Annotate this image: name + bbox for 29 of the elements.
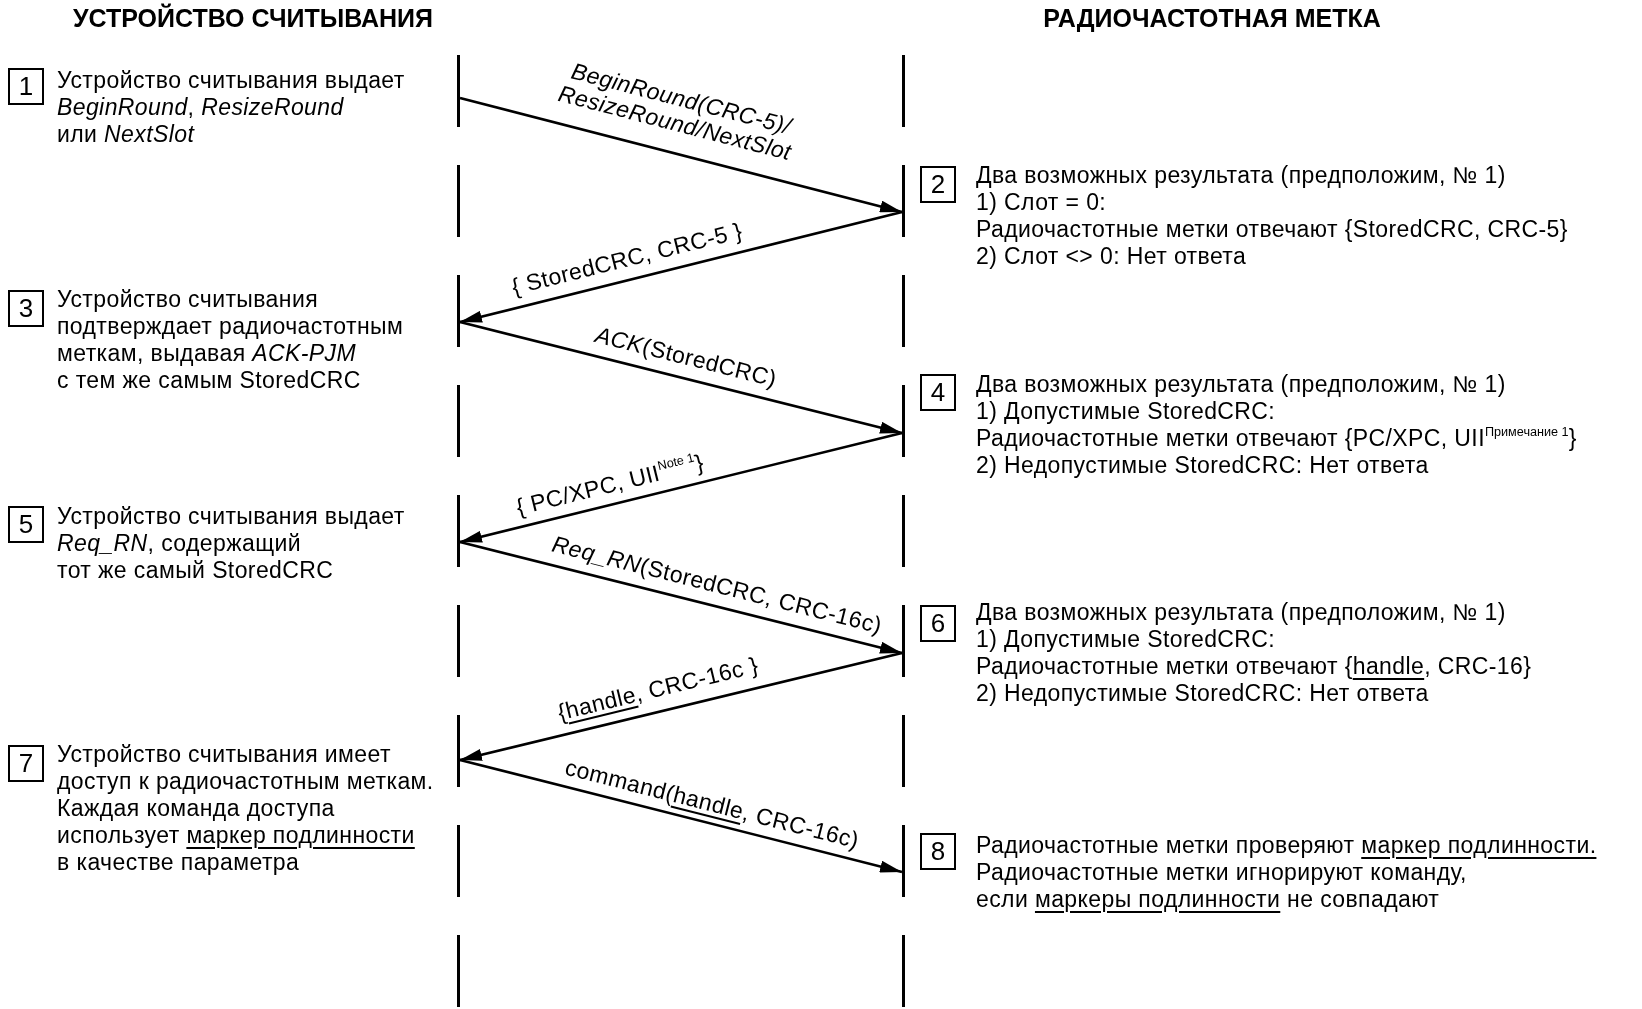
arrow — [459, 651, 903, 762]
step-description: Радиочастотные метки проверяют маркер подлинности. Радиочастотные метки игнорируют команду, если маркеры подлинности не совпадают — [976, 832, 1597, 913]
arrow — [459, 210, 903, 324]
step-description: Устройство считывания имеет доступ к радиочастотным меткам. Каждая команда доступа использует маркер подлинности в качестве параметра — [57, 741, 434, 876]
step-number-box: 7 — [8, 745, 44, 782]
step-description: Устройство считывания выдает Req_RN, содержащий тот же самый StoredCRC — [57, 503, 405, 584]
step-number-box: 5 — [8, 506, 44, 543]
arrow — [459, 540, 903, 655]
step-number-box: 2 — [920, 166, 956, 203]
step-description: Два возможных результата (предположим, № 1) 1) Допустимые StoredCRC: Радиочастотные метки отвечают {handle, CRC-16} 2) Недопустимые StoredCRC: Нет ответа — [976, 599, 1532, 707]
column-heading: РАДИОЧАСТОТНАЯ МЕТКА — [1043, 4, 1381, 32]
step-number-box: 1 — [8, 68, 44, 105]
lifeline — [902, 55, 905, 1007]
arrow — [459, 320, 903, 435]
edge-label: { PC/XPC, UII$^{Note 1}$} — [513, 450, 707, 521]
step-description: Два возможных результата (предположим, № 1) 1) Слот = 0: Радиочастотные метки отвечают {StoredCRC, CRC-5} 2) Слот <> 0: Нет ответа — [976, 162, 1568, 270]
arrow — [459, 431, 903, 544]
step-description: Устройство считывания подтверждает радиочастотным меткам, выдавая ACK-PJM с тем же самым StoredCRC — [57, 286, 404, 394]
edge-label: {handle, CRC-16c } — [555, 653, 761, 726]
step-number-box: 8 — [920, 833, 956, 870]
step-description: Два возможных результата (предположим, № 1) 1) Допустимые StoredCRC: Радиочастотные метки отвечают {PC/XPC, UII$^{Примечание 1}$} 2) Недопустимые StoredCRC: Нет ответа — [976, 371, 1577, 479]
step-number-box: 6 — [920, 605, 956, 642]
column-heading: УСТРОЙСТВО СЧИТЫВАНИЯ — [72, 4, 434, 32]
step-number-box: 4 — [920, 374, 956, 411]
step-number-box: 3 — [8, 290, 44, 327]
arrow — [459, 96, 903, 214]
arrow — [459, 758, 903, 874]
step-description: Устройство считывания выдает BeginRound, ResizeRound или NextSlot — [57, 67, 405, 148]
lifeline — [457, 55, 460, 1007]
